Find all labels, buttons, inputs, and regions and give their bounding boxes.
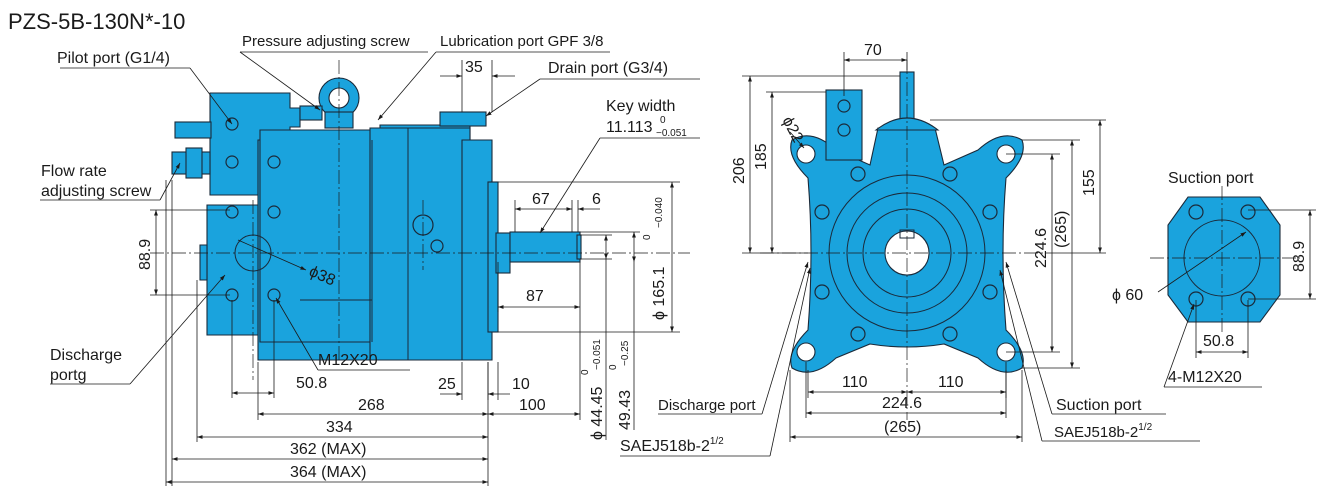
discharge-label-line1: Discharge xyxy=(50,347,122,364)
dim-224-6-horizontal: 224.6 xyxy=(882,395,922,412)
dim-phi60: ϕ 60 xyxy=(1112,287,1143,304)
dim-185: 185 xyxy=(753,143,770,170)
dim-49-43-tol-lower: −0.25 xyxy=(620,340,631,366)
dim-100: 100 xyxy=(519,397,546,414)
dim-49-43-tol-upper: 0 xyxy=(608,364,619,370)
suction-port-label: Suction port xyxy=(1056,397,1142,414)
m12-suction-label: 4-M12X20 xyxy=(1168,369,1242,386)
dim-268: 268 xyxy=(358,397,385,414)
dim-phi44-45-tol-lower: −0.051 xyxy=(592,339,603,370)
dim-67: 67 xyxy=(532,191,550,208)
drawing-title: PZS-5B-130N*-10 xyxy=(8,9,185,34)
drain-port-label: Drain port (G3/4) xyxy=(548,60,668,77)
key-width-tol-lower: −0.051 xyxy=(656,128,687,139)
dim-50-8-suction: 50.8 xyxy=(1203,333,1234,350)
suction-flange xyxy=(1167,196,1281,323)
key-width-value: 11.113 xyxy=(606,119,653,136)
sae-left-sup: 1/2 xyxy=(710,436,724,447)
dim-265-horizontal: (265) xyxy=(884,419,921,436)
dim-88-9-suction: 88.9 xyxy=(1291,241,1308,272)
dim-50-8-side: 50.8 xyxy=(296,375,327,392)
sae-left-label: SAEJ518b-21/2 xyxy=(620,436,724,455)
key-width-label: Key width xyxy=(606,98,675,115)
dim-35: 35 xyxy=(465,59,483,76)
sae-left-text: SAEJ518b-2 xyxy=(620,438,710,455)
key-width-tol-upper: 0 xyxy=(660,115,666,126)
dim-110-right: 110 xyxy=(938,374,964,391)
m12-label: M12X20 xyxy=(318,352,378,369)
dim-206: 206 xyxy=(731,157,748,184)
dim-phi44-45-tol-upper: 0 xyxy=(580,369,591,375)
dim-6: 6 xyxy=(592,191,601,208)
dim-25: 25 xyxy=(438,376,456,393)
lubrication-port-label: Lubrication port GPF 3/8 xyxy=(440,33,603,50)
dim-87: 87 xyxy=(526,288,544,305)
dim-334: 334 xyxy=(326,419,353,436)
dim-phi44-45: ϕ 44.45 xyxy=(589,386,606,440)
dim-phi165-1-tol-lower: −0.040 xyxy=(654,197,665,228)
dim-phi165-1: ϕ 165.1 xyxy=(651,266,668,320)
dim-88-9-side: 88.9 xyxy=(137,239,154,270)
dim-364-max: 364 (MAX) xyxy=(290,464,366,481)
pressure-screw-label: Pressure adjusting screw xyxy=(242,33,410,50)
suction-view-title: Suction port xyxy=(1168,170,1254,187)
dim-224-6-vertical: 224.6 xyxy=(1033,228,1050,268)
pilot-port-label: Pilot port (G1/4) xyxy=(57,50,170,67)
dim-265-vertical: (265) xyxy=(1053,211,1070,248)
dim-10: 10 xyxy=(512,376,530,393)
dim-49-43: 49.43 xyxy=(617,390,634,430)
front-view-body xyxy=(790,71,1024,373)
side-view-body xyxy=(171,77,582,361)
dim-155: 155 xyxy=(1081,169,1098,196)
discharge-port-label: Discharge port xyxy=(658,397,756,414)
dim-362-max: 362 (MAX) xyxy=(290,441,366,458)
sae-right-sup: 1/2 xyxy=(1138,422,1152,433)
sae-right-label: SAEJ518b-21/2 xyxy=(1054,422,1153,441)
dim-110-left: 110 xyxy=(842,374,868,391)
sae-right-text: SAEJ518b-2 xyxy=(1054,424,1138,441)
flow-rate-label-line2: adjusting screw xyxy=(41,183,152,200)
discharge-label-line2: portg xyxy=(50,367,86,384)
flow-rate-label-line1: Flow rate xyxy=(41,163,107,180)
dim-phi165-1-tol-upper: 0 xyxy=(642,234,653,240)
dim-70: 70 xyxy=(864,42,882,59)
